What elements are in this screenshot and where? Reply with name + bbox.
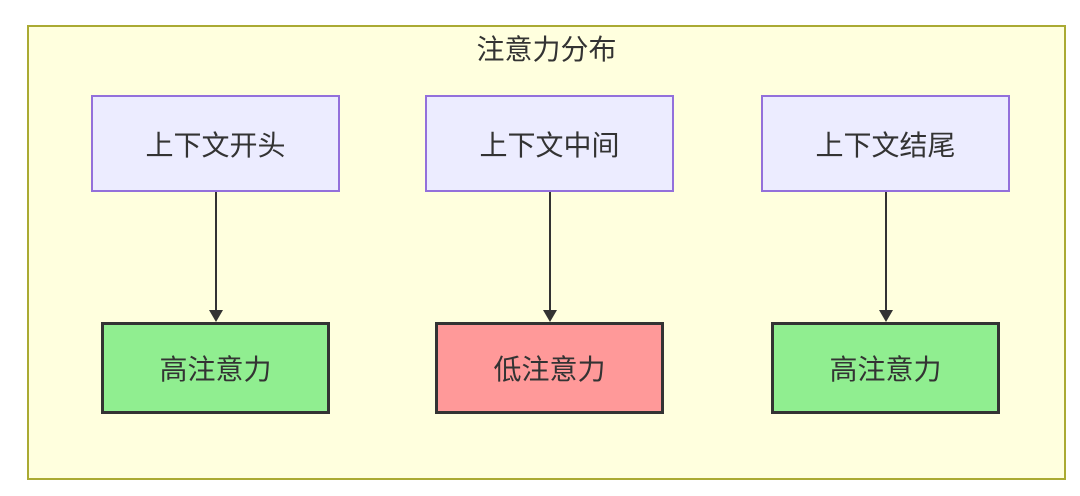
node-high-attention-end-label: 高注意力 bbox=[829, 354, 942, 385]
arrow-head bbox=[543, 310, 557, 322]
arrow-head bbox=[209, 310, 223, 322]
node-high-attention-start: 高注意力 bbox=[101, 322, 330, 414]
node-context-end-label: 上下文结尾 bbox=[815, 129, 956, 161]
node-high-attention-end: 高注意力 bbox=[771, 322, 1000, 414]
down-arrow-icon-2 bbox=[542, 192, 558, 322]
down-arrow-icon-1 bbox=[208, 192, 224, 322]
node-context-middle-label: 上下文中间 bbox=[479, 129, 620, 161]
down-arrow-icon-3 bbox=[878, 192, 894, 322]
arrow-line bbox=[548, 192, 552, 312]
node-context-end: 上下文结尾 bbox=[761, 95, 1010, 192]
arrow-line bbox=[884, 192, 888, 312]
arrow-head bbox=[879, 310, 893, 322]
node-high-attention-start-label: 高注意力 bbox=[159, 354, 272, 385]
arrow-line bbox=[214, 192, 218, 312]
node-context-start-label: 上下文开头 bbox=[145, 129, 286, 161]
node-context-start: 上下文开头 bbox=[91, 95, 340, 192]
diagram-title: 注意力分布 bbox=[476, 34, 617, 65]
node-low-attention-middle: 低注意力 bbox=[435, 322, 664, 414]
node-low-attention-middle-label: 低注意力 bbox=[493, 354, 606, 385]
node-context-middle: 上下文中间 bbox=[425, 95, 674, 192]
diagram-container: 注意力分布 上下文开头 高注意力 上下文中间 低注意力 上下文结尾 bbox=[27, 25, 1066, 480]
